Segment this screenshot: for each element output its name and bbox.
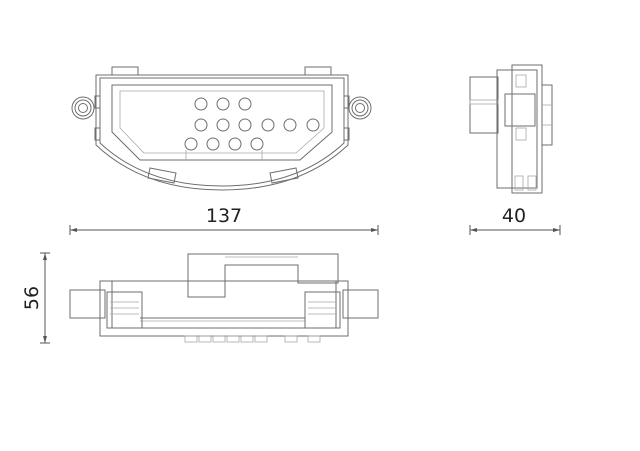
spring-right [304, 291, 341, 329]
front-view [69, 253, 379, 343]
dimension-width: 137 [69, 205, 379, 235]
height-label: 56 [21, 286, 43, 310]
spring-left [106, 291, 143, 329]
mount-ear-right [348, 96, 372, 120]
top-view [71, 66, 372, 191]
dimension-depth: 40 [469, 205, 561, 235]
mount-ear-left [71, 96, 95, 120]
connector-pins [184, 97, 320, 151]
dimension-height: 56 [21, 252, 50, 344]
depth-label: 40 [502, 205, 526, 227]
width-label: 137 [206, 205, 242, 227]
side-view [469, 64, 553, 194]
